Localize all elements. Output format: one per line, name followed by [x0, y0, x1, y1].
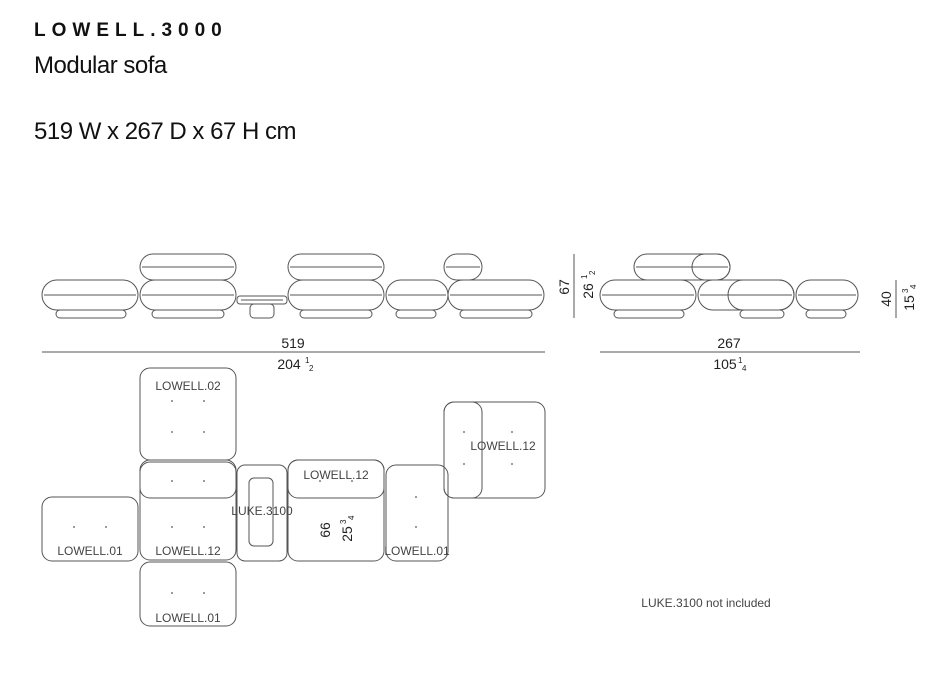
plan-module-left [41, 496, 139, 562]
plan-module-right [385, 464, 449, 562]
seat-height-in-den: 4 [909, 284, 918, 289]
seat-height-in: 15 [901, 295, 917, 311]
module-depth-in: 25 [339, 526, 355, 542]
height-in: 26 [580, 283, 596, 299]
module-depth-in-den: 4 [347, 515, 356, 520]
label-bottom-module: LOWELL.01 [155, 611, 221, 625]
label-right-module: LOWELL.01 [384, 544, 450, 558]
plan-module-center [139, 461, 237, 561]
plan-module-bottom [139, 561, 237, 627]
product-dimensions: 519 W x 267 D x 67 H cm [34, 118, 296, 145]
label-table-module: LUKE.3100 [231, 504, 293, 518]
front-width-in: 204 [277, 356, 301, 372]
height-in-den: 2 [588, 270, 597, 275]
height-cm: 67 [556, 279, 572, 295]
plan-module-middle [287, 459, 385, 562]
side-depth-in: 105 [713, 356, 737, 372]
plan-tufting-dots [73, 400, 513, 594]
product-type: Modular sofa [34, 52, 167, 79]
front-width-cm: 519 [281, 335, 305, 351]
label-lowell-02: LOWELL.02 [155, 379, 221, 393]
side-depth-cm: 267 [717, 335, 741, 351]
plan-table [236, 464, 288, 562]
seat-height-in-num: 3 [901, 288, 910, 293]
seat-height-cm: 40 [878, 291, 894, 307]
note-not-included: LUKE.3100 not included [641, 596, 770, 610]
side-elevation [599, 253, 897, 353]
side-depth-in-num: 1 [738, 356, 743, 365]
front-width-in-num: 1 [305, 356, 310, 365]
plan-view [41, 367, 546, 627]
side-depth-in-den: 4 [742, 364, 747, 373]
module-depth-in-num: 3 [339, 519, 348, 524]
label-far-right-module: LOWELL.12 [470, 439, 536, 453]
module-depth-cm: 66 [317, 522, 333, 538]
label-middle-module: LOWELL.12 [303, 468, 369, 482]
brand-title: LOWELL.3000 [34, 20, 228, 41]
height-in-num: 1 [580, 274, 589, 279]
front-elevation [41, 253, 575, 353]
front-width-in-den: 2 [309, 364, 314, 373]
label-left-module: LOWELL.01 [57, 544, 123, 558]
label-center-module: LOWELL.12 [155, 544, 221, 558]
